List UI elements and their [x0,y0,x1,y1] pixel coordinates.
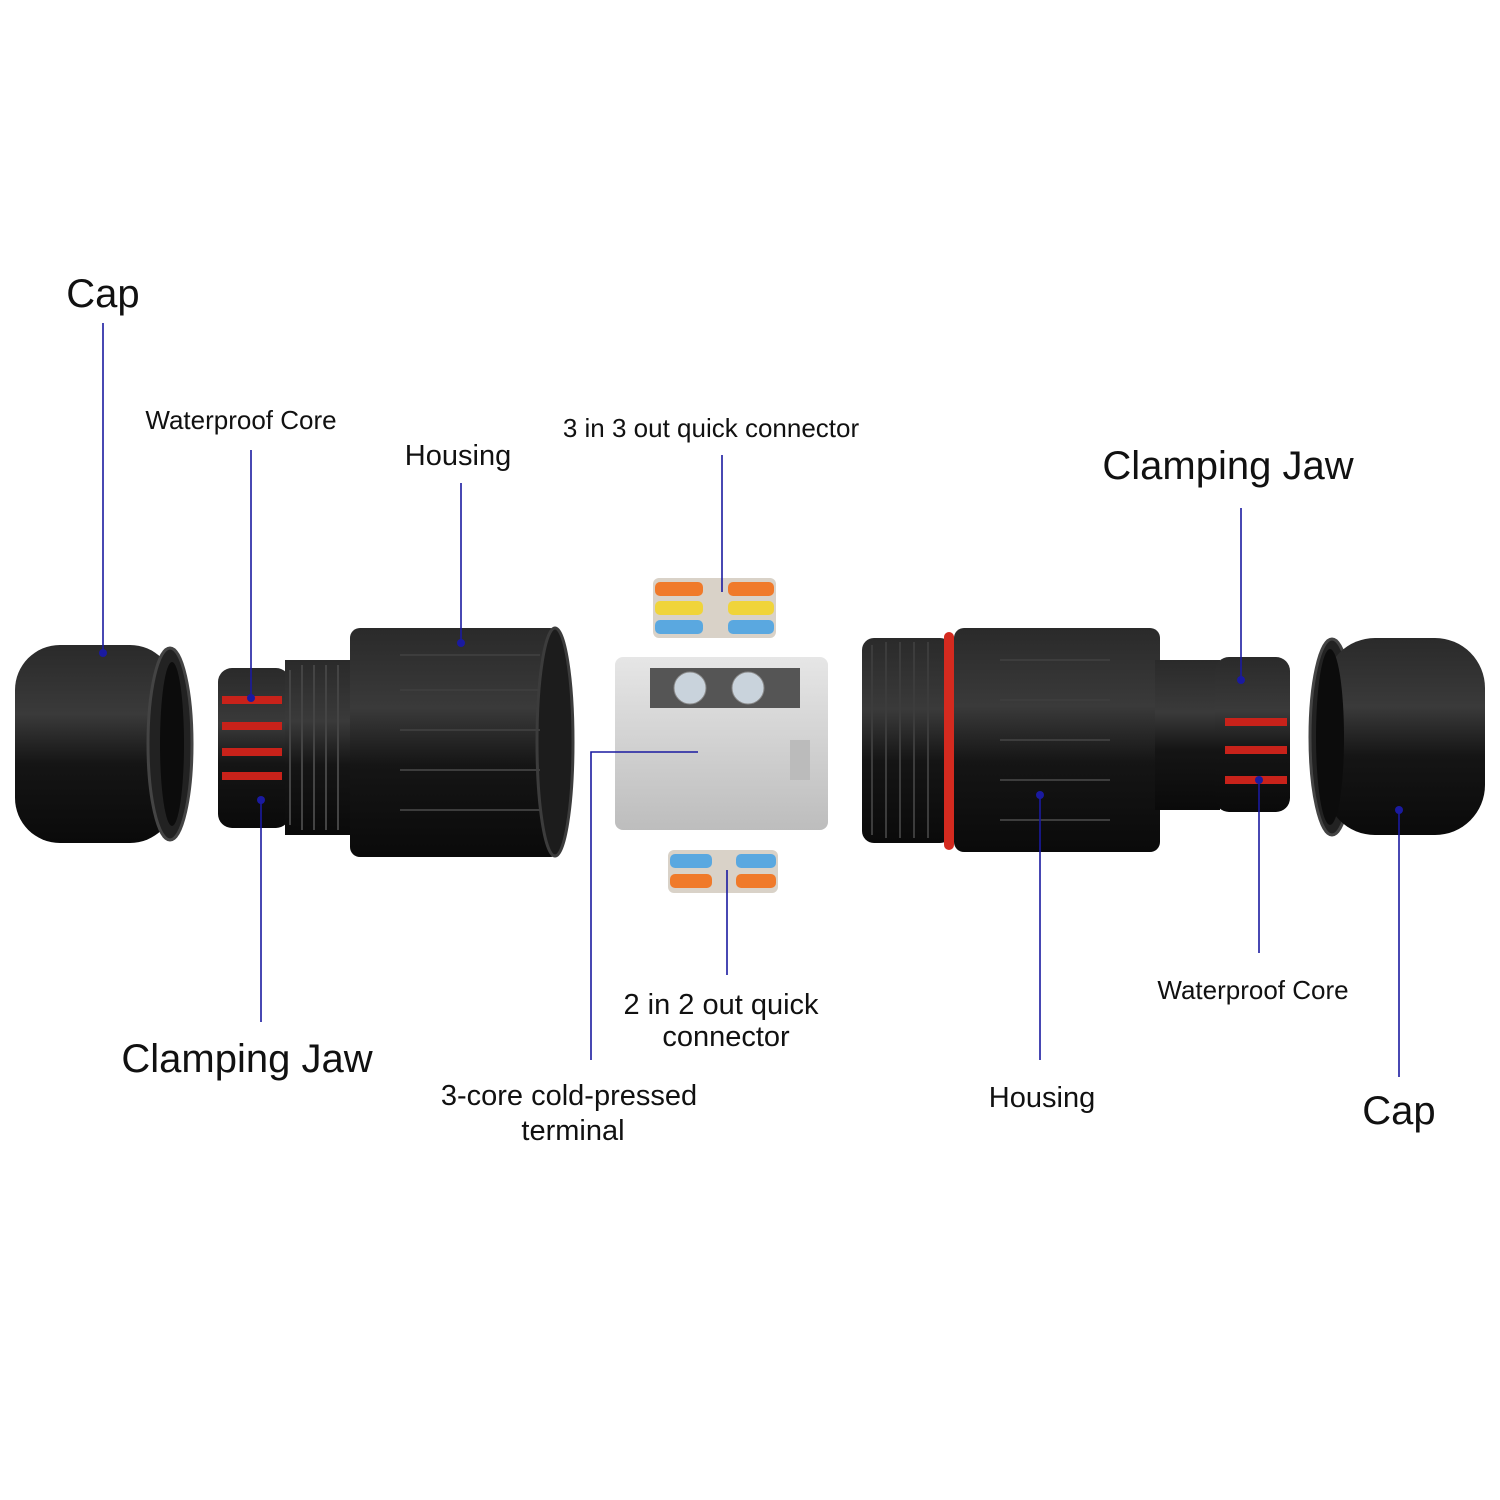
label-cap-left: Cap [66,272,139,316]
label-housing-left: Housing [405,440,511,472]
left-cap [15,645,194,843]
label-cold-pressed-line2: terminal [521,1115,624,1147]
left-clamping-jaw [218,668,290,828]
right-cap [1308,637,1485,837]
label-clamping-jaw-left: Clamping Jaw [121,1037,372,1081]
label-cap-right: Cap [1362,1089,1435,1133]
left-housing [285,626,575,858]
right-clamping-jaw [1215,657,1290,812]
label-quick-2in2out-line1: 2 in 2 out quick [623,989,819,1021]
label-cold-pressed-line1: 3-core cold-pressed [441,1080,697,1112]
right-housing [862,628,1220,852]
quick-connector-3in3out [653,578,776,638]
quick-connector-2in2out [668,850,778,893]
label-waterproof-core-left: Waterproof Core [145,405,336,435]
label-clamping-jaw-right: Clamping Jaw [1102,444,1353,488]
label-quick-3in3out: 3 in 3 out quick connector [563,413,860,443]
leader-lines [99,323,1403,1077]
label-waterproof-core-right: Waterproof Core [1157,975,1348,1005]
cold-pressed-terminal [615,657,828,830]
label-quick-2in2out-line2: connector [662,1021,790,1053]
label-housing-right: Housing [989,1082,1095,1114]
